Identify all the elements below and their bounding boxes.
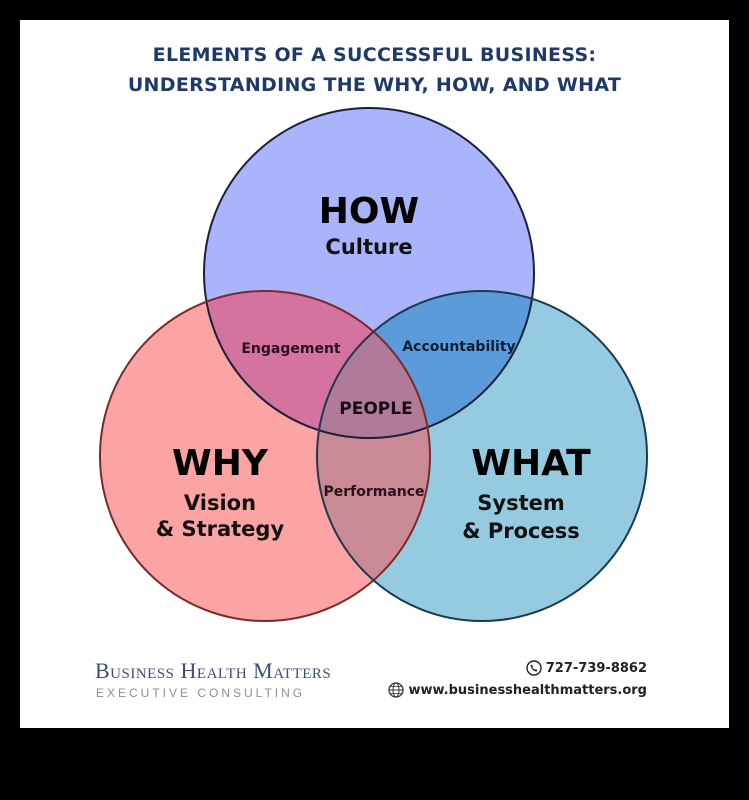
infographic-card: ELEMENTS OF A SUCCESSFUL BUSINESS: UNDER… — [20, 20, 729, 728]
title-line-2: UNDERSTANDING THE WHY, HOW, AND WHAT — [127, 74, 622, 96]
how-subtitle: Culture — [325, 235, 412, 259]
accountability-label: Accountability — [402, 339, 515, 355]
how-heading: HOW — [319, 191, 419, 232]
why-subtitle-1: Vision — [184, 491, 256, 515]
website-contact: www.businesshealthmatters.org — [388, 682, 647, 698]
globe-icon — [388, 682, 405, 698]
venn-diagram: HOW Culture WHY Vision & Strategy WHAT S… — [99, 107, 648, 622]
phone-icon — [526, 660, 542, 676]
brand-tagline: EXECUTIVE CONSULTING — [96, 686, 306, 700]
people-label: PEOPLE — [339, 399, 412, 419]
phone-number: 727-739-8862 — [545, 660, 647, 676]
center-overlap — [317, 291, 430, 438]
phone-contact: 727-739-8862 — [526, 660, 647, 676]
what-subtitle-1: System — [477, 491, 564, 515]
why-subtitle-2: & Strategy — [156, 517, 285, 541]
what-subtitle-2: & Process — [462, 519, 580, 543]
what-heading: WHAT — [471, 443, 591, 484]
performance-label: Performance — [323, 484, 424, 500]
brand-name: Business Health Matters — [95, 658, 332, 683]
engagement-label: Engagement — [241, 341, 341, 357]
website-link[interactable]: www.businesshealthmatters.org — [408, 682, 647, 698]
title-line-1: ELEMENTS OF A SUCCESSFUL BUSINESS: — [152, 44, 597, 66]
why-heading: WHY — [172, 443, 269, 484]
